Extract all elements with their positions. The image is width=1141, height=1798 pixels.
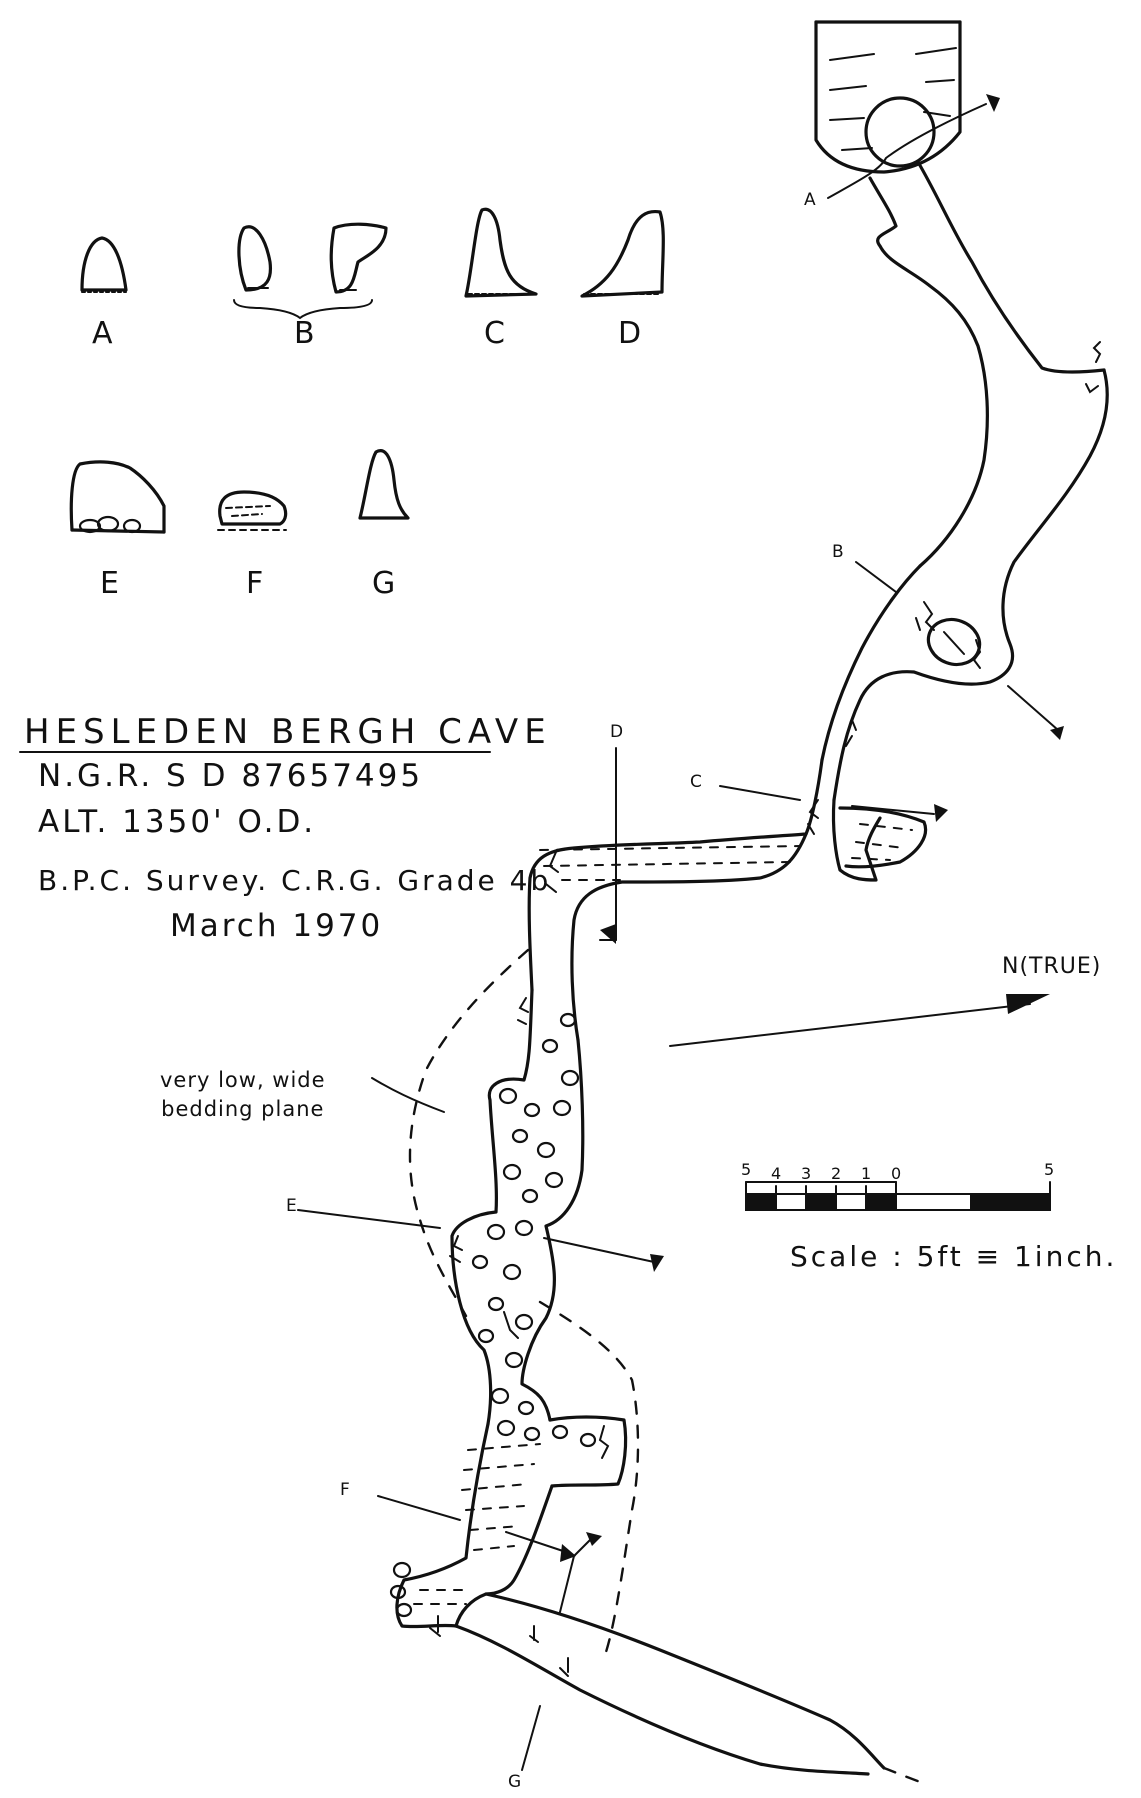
cross-section-f [217, 490, 288, 531]
section-lines [297, 94, 1064, 1771]
entrance-shaft [814, 20, 962, 174]
boulders [389, 1012, 597, 1618]
scale-bar [745, 1181, 1051, 1211]
cross-section-c [464, 207, 538, 298]
cross-section-b [233, 222, 388, 320]
cross-section-d [580, 209, 665, 298]
cave-plan [389, 160, 1109, 1784]
cross-section-a [80, 236, 128, 293]
cross-section-e [69, 460, 166, 534]
cross-section-g [358, 449, 410, 520]
